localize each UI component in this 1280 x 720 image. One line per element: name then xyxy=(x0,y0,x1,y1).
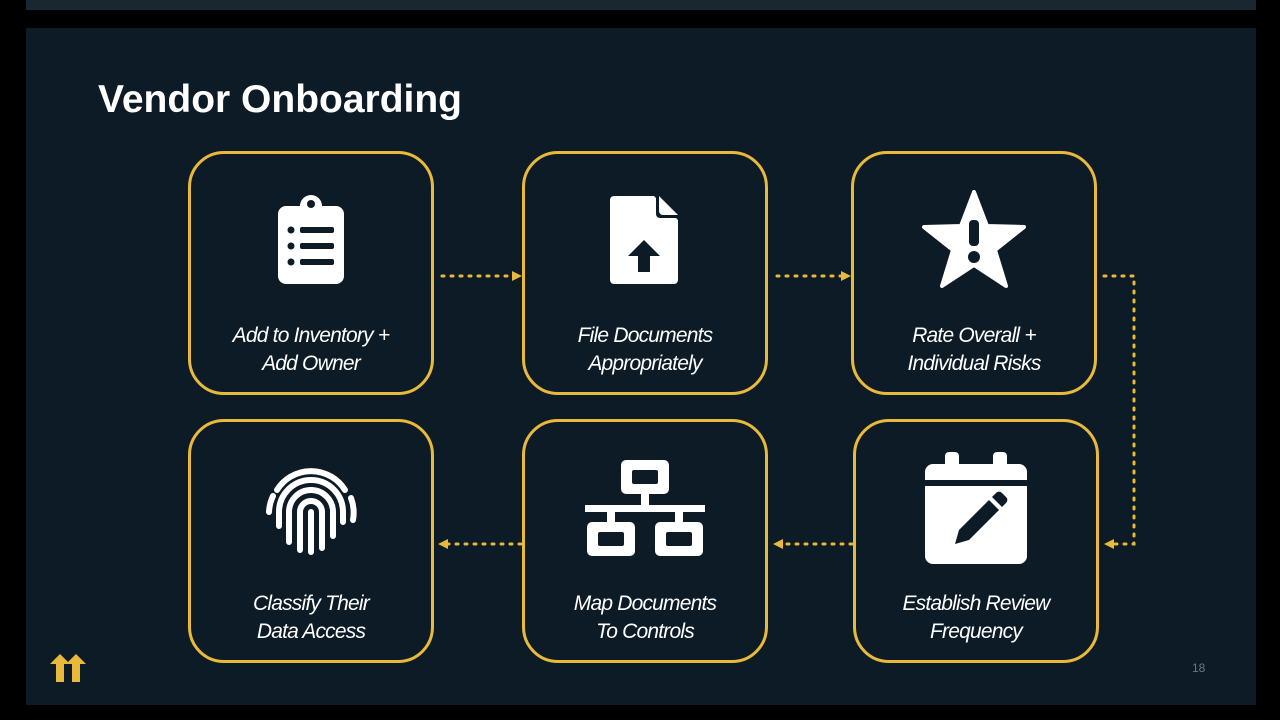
clipboard-list-icon xyxy=(191,190,431,290)
calendar-edit-icon xyxy=(856,452,1096,564)
arrowhead-2-3 xyxy=(841,271,851,281)
star-exclamation-icon xyxy=(854,190,1094,290)
step-rate-risks: Rate Overall + Individual Risks xyxy=(851,151,1097,395)
step-classify-data: Classify Their Data Access xyxy=(188,419,434,663)
step-map-documents: Map Documents To Controls xyxy=(522,419,768,663)
step-label: Classify Their Data Access xyxy=(253,592,370,643)
arrowhead-4-5 xyxy=(773,539,783,549)
step-label: Establish Review Frequency xyxy=(902,592,1050,643)
step-label: Map Documents To Controls xyxy=(573,592,717,643)
file-upload-icon xyxy=(525,190,765,290)
step-label: Add to Inventory + Add Owner xyxy=(232,324,390,375)
slide-title: Vendor Onboarding xyxy=(98,78,463,121)
top-strip xyxy=(26,0,1256,10)
arrowhead-1-2 xyxy=(512,271,522,281)
step-label: File Documents Appropriately xyxy=(577,324,713,375)
fingerprint-icon xyxy=(191,458,431,558)
step-add-to-inventory: Add to Inventory + Add Owner xyxy=(188,151,434,395)
arrowhead-5-6 xyxy=(438,539,448,549)
connector-3-4 xyxy=(1102,274,1136,546)
arrowhead-3-4 xyxy=(1104,539,1114,549)
arrows-logo-icon xyxy=(50,652,86,689)
step-establish-review: Establish Review Frequency xyxy=(853,419,1099,663)
network-icon xyxy=(525,458,765,558)
step-label: Rate Overall + Individual Risks xyxy=(907,324,1041,375)
step-file-documents: File Documents Appropriately xyxy=(522,151,768,395)
page-number: 18 xyxy=(1192,661,1206,675)
